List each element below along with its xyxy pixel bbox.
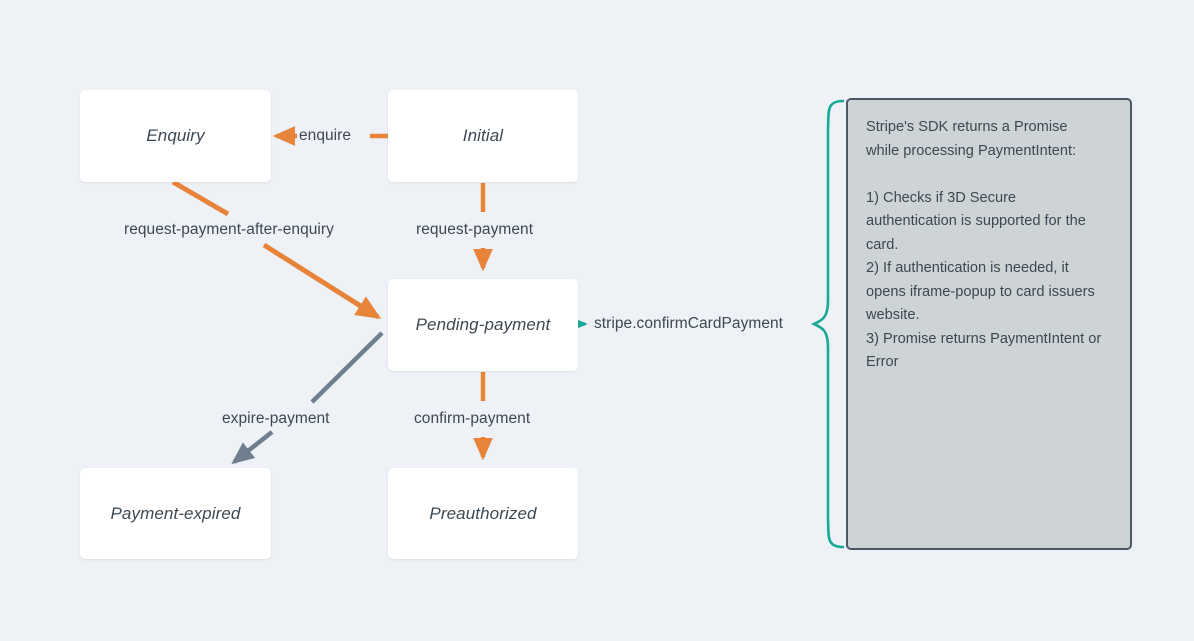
note-brace xyxy=(810,99,845,549)
edge-request-payment-after-enquiry xyxy=(171,179,382,320)
stripe-sdk-note-text: Stripe's SDK returns a Promise while pro… xyxy=(866,119,1102,370)
edge-label-stripe-confirm-card-payment: stripe.confirmCardPayment xyxy=(594,315,784,332)
edge-label-request-payment: request-payment xyxy=(416,221,534,238)
stripe-sdk-note: Stripe's SDK returns a Promise while pro… xyxy=(846,98,1132,550)
edge-label-enquire: enquire xyxy=(299,127,352,144)
state-node-preauthorized[interactable]: Preauthorized xyxy=(388,468,578,559)
edge-label-expire-payment: expire-payment xyxy=(222,410,330,427)
state-node-initial[interactable]: Initial xyxy=(388,90,578,182)
state-label-initial: Initial xyxy=(462,126,504,145)
edge-label-confirm-payment: confirm-payment xyxy=(414,410,531,427)
state-node-pending-payment[interactable]: Pending-payment xyxy=(388,279,578,371)
state-node-enquiry[interactable]: Enquiry xyxy=(80,90,271,182)
state-label-pending-payment: Pending-payment xyxy=(415,315,551,334)
state-label-payment-expired: Payment-expired xyxy=(110,503,241,523)
edge-expire-payment xyxy=(231,331,384,465)
state-label-preauthorized: Preauthorized xyxy=(429,503,537,523)
edge-label-request-payment-after-enquiry: request-payment-after-enquiry xyxy=(124,221,334,238)
state-label-enquiry: Enquiry xyxy=(146,126,205,145)
state-node-payment-expired[interactable]: Payment-expired xyxy=(80,468,271,559)
